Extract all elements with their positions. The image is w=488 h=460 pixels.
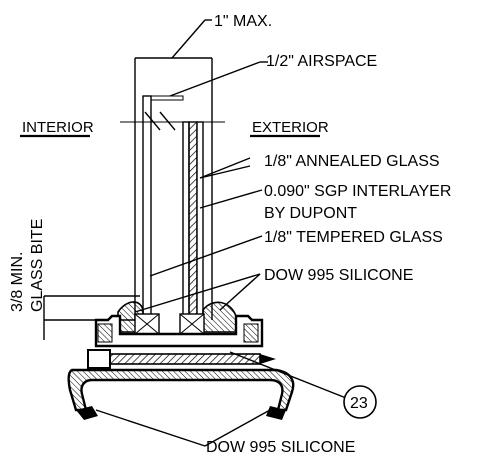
label-tempered-glass: 1/8" TEMPERED GLASS: [264, 229, 443, 246]
label-glass-bite-line2: GLASS BITE: [29, 219, 46, 312]
setting-blocks: [134, 313, 205, 335]
glass-bite-text: 3/8 MIN. GLASS BITE: [9, 219, 46, 312]
spacer-top: [150, 95, 184, 101]
label-exterior: EXTERIOR: [252, 119, 329, 136]
label-glass-bite-line1: 3/8 MIN.: [9, 252, 26, 312]
glazing-frame-extrusion: [67, 314, 295, 420]
detail-leader: [229, 351, 347, 399]
airspace-leader: [169, 61, 268, 97]
label-interior: INTERIOR: [22, 119, 94, 136]
label-airspace: 1/2" AIRSPACE: [266, 53, 377, 70]
glass-panes: [142, 95, 204, 335]
leader-lines: [134, 157, 263, 313]
annealed-glass-pane: [182, 121, 190, 335]
face-reference-line: [20, 111, 320, 138]
outer-glass-ply: [196, 121, 204, 335]
label-silicone-bottom: DOW 995 SILICONE: [206, 439, 355, 456]
sgp-interlayer: [188, 121, 198, 335]
detail-callout-circle: [343, 385, 377, 419]
max-width-dimension: [134, 19, 213, 320]
label-interlayer-line2: BY DUPONT: [264, 205, 357, 222]
label-detail-ref: 23: [350, 395, 368, 412]
label-max-width: 1" MAX.: [214, 13, 272, 30]
tempered-glass-pane: [142, 95, 152, 333]
label-interlayer-line1: 0.090" SGP INTERLAYER: [264, 183, 451, 200]
bottom-silicone-leaders: [95, 409, 271, 447]
label-silicone-top: DOW 995 SILICONE: [264, 267, 413, 284]
label-annealed-glass: 1/8" ANNEALED GLASS: [264, 153, 440, 170]
